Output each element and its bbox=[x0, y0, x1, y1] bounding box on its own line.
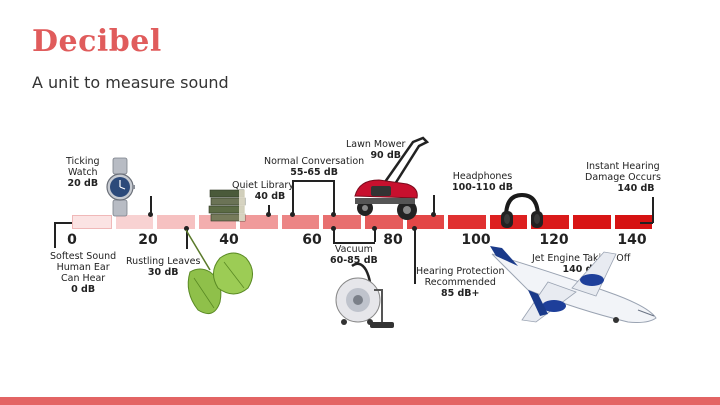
annotation-hearing-protection: Hearing Protection Recommended 85 dB+ bbox=[416, 266, 505, 299]
leader-vacuum-h bbox=[333, 242, 375, 244]
annotation-softest-sound-line1: Softest Sound bbox=[50, 251, 117, 262]
dot-library bbox=[266, 212, 271, 217]
slide-subtitle: A unit to measure sound bbox=[32, 73, 229, 92]
annotation-hearing-protection-line1: Hearing Protection bbox=[416, 266, 505, 277]
annotation-quiet-library: Quiet Library 40 dB bbox=[232, 180, 294, 202]
leader-watch bbox=[150, 196, 152, 216]
leader-conversation-left bbox=[292, 180, 294, 216]
tick-label-40: 40 bbox=[219, 232, 239, 248]
annotation-ticking-watch-line2: Watch bbox=[68, 167, 98, 178]
annotation-lawn-mower-value: 90 dB bbox=[370, 150, 402, 161]
dot-vacuum-left bbox=[331, 226, 336, 231]
tick-label-80: 80 bbox=[383, 232, 403, 248]
lawn-mower-icon bbox=[354, 136, 430, 220]
dot-vacuum-right bbox=[372, 226, 377, 231]
scale-segment-4 bbox=[240, 215, 278, 229]
annotation-softest-sound-value: 0 dB bbox=[71, 284, 96, 295]
leader-vacuum-left bbox=[333, 229, 335, 242]
watch-icon bbox=[106, 157, 135, 217]
annotation-ticking-watch: Ticking Watch 20 dB bbox=[66, 156, 100, 189]
annotation-lawn-mower: Lawn Mower 90 dB bbox=[346, 139, 405, 161]
leader-softest-h bbox=[54, 222, 72, 224]
annotation-headphones-value: 100-110 dB bbox=[452, 182, 513, 193]
annotation-headphones-label: Headphones bbox=[452, 171, 513, 182]
annotation-headphones: Headphones 100-110 dB bbox=[452, 171, 513, 193]
annotation-softest-sound-line2: Human Ear bbox=[56, 262, 110, 273]
annotation-instant-hearing-damage-value: 140 dB bbox=[617, 183, 655, 194]
scale-segment-12 bbox=[572, 215, 611, 229]
leader-vacuum-right bbox=[374, 229, 376, 242]
tick-label-100: 100 bbox=[461, 232, 491, 248]
annotation-lawn-mower-label: Lawn Mower bbox=[346, 139, 406, 150]
annotation-quiet-library-label: Quiet Library bbox=[232, 180, 294, 191]
tick-label-20: 20 bbox=[138, 232, 158, 248]
annotation-jet-engine-value: 140 dB bbox=[562, 264, 600, 275]
leader-conversation-right bbox=[333, 180, 335, 216]
leader-softest bbox=[54, 222, 56, 248]
annotation-jet-engine-label: Jet Engine Taking Off bbox=[532, 253, 631, 264]
annotation-softest-sound-line3: Can Hear bbox=[60, 273, 106, 284]
dot-watch bbox=[148, 212, 153, 217]
annotation-normal-conversation-value: 55-65 dB bbox=[290, 167, 338, 178]
annotation-ticking-watch-value: 20 dB bbox=[67, 178, 99, 189]
annotation-instant-hearing-damage-line1: Instant Hearing bbox=[586, 161, 660, 172]
annotation-ticking-watch-line1: Ticking bbox=[66, 156, 100, 167]
vacuum-icon bbox=[335, 262, 394, 328]
annotation-rustling-leaves: Rustling Leaves 30 dB bbox=[126, 256, 200, 278]
slide-title: Decibel bbox=[32, 24, 162, 59]
scale-segment-8 bbox=[406, 215, 445, 229]
annotation-instant-hearing-damage-line2: Damage Occurs bbox=[585, 172, 661, 183]
leader-damage-h bbox=[640, 222, 653, 224]
scale-segment-5 bbox=[281, 215, 320, 229]
dot-mower bbox=[431, 212, 436, 217]
headphones-icon bbox=[501, 192, 543, 228]
tick-label-0: 0 bbox=[67, 232, 77, 248]
scale-segment-13 bbox=[614, 215, 653, 229]
tick-label-60: 60 bbox=[302, 232, 322, 248]
scale-segment-6 bbox=[323, 215, 362, 229]
bottom-accent-bar bbox=[0, 397, 720, 405]
scale-segment-9 bbox=[448, 215, 486, 229]
annotation-normal-conversation: Normal Conversation 55-65 dB bbox=[264, 156, 364, 178]
dot-conversation-left bbox=[290, 212, 295, 217]
annotation-vacuum-label: Vacuum bbox=[334, 244, 373, 255]
leader-conversation-h bbox=[292, 180, 334, 182]
leaves-icon bbox=[185, 229, 253, 315]
books-icon bbox=[208, 189, 246, 222]
tick-label-120: 120 bbox=[539, 232, 569, 248]
dot-protection bbox=[412, 226, 417, 231]
leader-protection bbox=[414, 229, 416, 284]
scale-segment-2 bbox=[157, 215, 195, 229]
leader-library bbox=[268, 205, 270, 216]
annotation-instant-hearing-damage: Instant Hearing Damage Occurs 140 dB bbox=[585, 161, 661, 194]
annotation-vacuum-value: 60-85 dB bbox=[330, 255, 378, 266]
annotation-rustling-leaves-value: 30 dB bbox=[147, 267, 179, 278]
annotation-quiet-library-value: 40 dB bbox=[254, 191, 286, 202]
dot-leaves bbox=[184, 226, 189, 231]
dot-conversation-right bbox=[331, 212, 336, 217]
leader-mower bbox=[433, 195, 435, 216]
annotation-rustling-leaves-label: Rustling Leaves bbox=[126, 256, 201, 267]
annotation-hearing-protection-value: 85 dB+ bbox=[440, 288, 480, 299]
tick-label-140: 140 bbox=[617, 232, 647, 248]
leader-leaves bbox=[186, 229, 188, 249]
annotation-normal-conversation-label: Normal Conversation bbox=[264, 156, 365, 167]
annotation-jet-engine: Jet Engine Taking Off 140 dB bbox=[532, 253, 630, 275]
annotation-hearing-protection-line2: Recommended bbox=[424, 277, 496, 288]
annotation-softest-sound: Softest Sound Human Ear Can Hear 0 dB bbox=[50, 251, 116, 295]
scale-segment-1 bbox=[115, 215, 154, 229]
scale-segment-0 bbox=[72, 215, 112, 229]
leader-damage bbox=[652, 197, 654, 223]
airplane-icon bbox=[490, 246, 657, 323]
annotation-vacuum: Vacuum 60-85 dB bbox=[330, 244, 378, 266]
scale-segment-7 bbox=[365, 215, 403, 229]
decibel-scale-bar bbox=[72, 215, 653, 229]
